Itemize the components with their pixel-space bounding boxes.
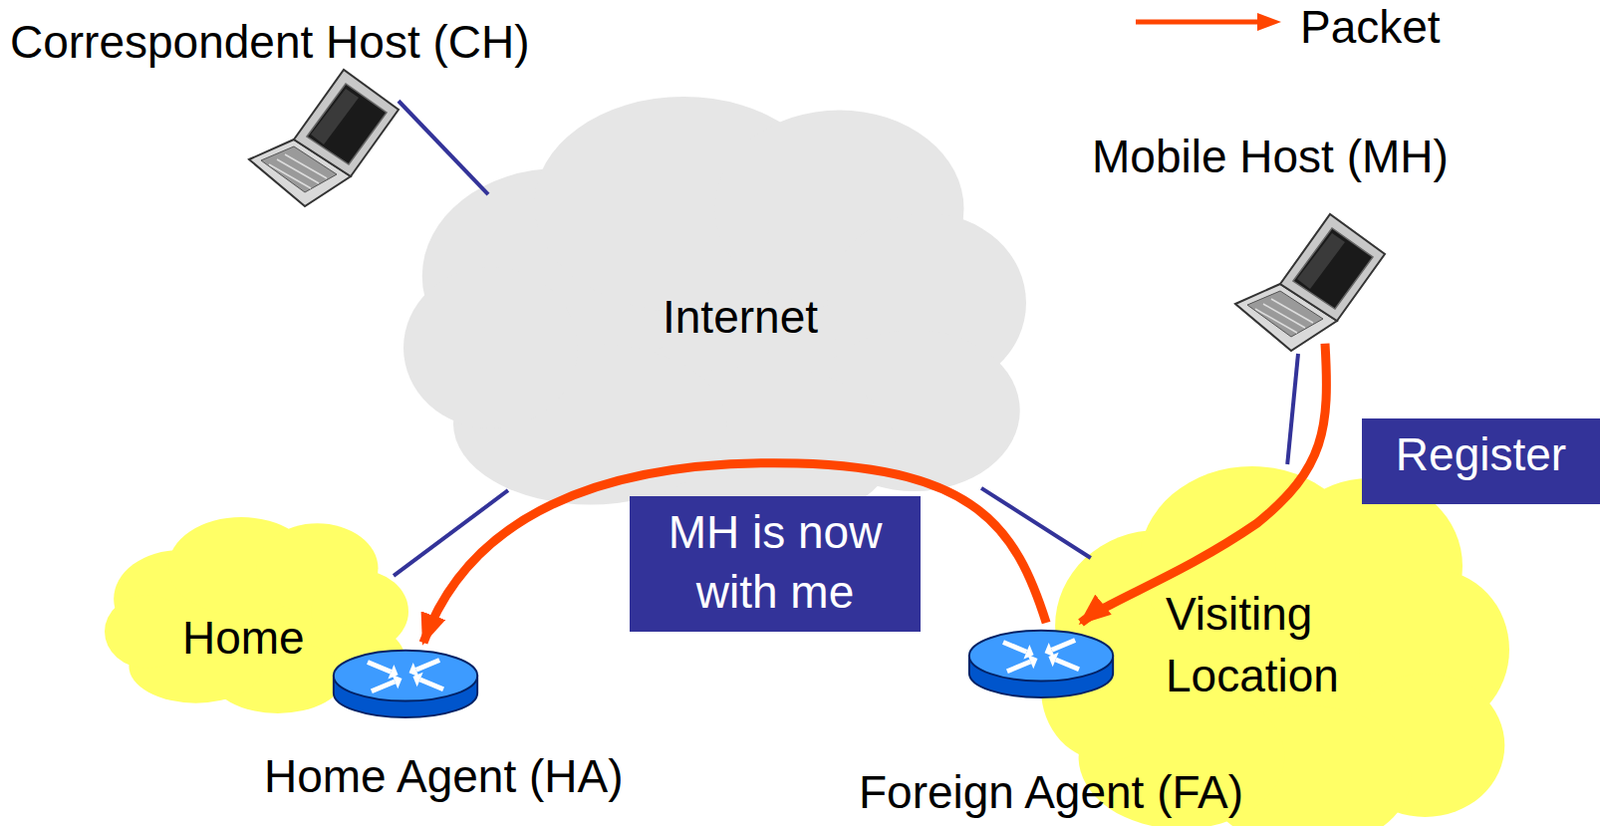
laptop-icon [1235,209,1385,354]
legend-sample [1135,12,1282,31]
node-label: Internet [615,289,865,344]
node-label: Home Agent (HA) [264,749,693,803]
edge-label: Register [1361,418,1600,505]
node-label: Visiting Location [1165,582,1405,707]
agent-node: Home Agent (HA) [264,637,697,812]
router-icon [328,642,484,721]
node-label: Foreign Agent (FA) [821,765,1281,819]
link-line [1287,353,1299,465]
node-label: Mobile Host (MH) [1091,129,1449,184]
network-cloud: Visiting LocationForeign Agent (FA) [1041,458,1510,826]
host-node: Mobile Host (MH) [1085,129,1525,359]
router-icon [964,622,1119,701]
link-line [393,490,509,576]
network-cloud: HomeHome Agent (HA) [104,513,697,718]
network-cloud: Internet [403,87,1027,536]
legend-label: Packet [1300,0,1441,54]
edge-label: MH is now with me [629,496,921,632]
node-label: Home [182,610,305,665]
link-line [398,100,489,195]
laptop-icon [249,64,399,210]
link-line [981,488,1091,558]
node-label: Correspondent Host (CH) [9,14,531,69]
